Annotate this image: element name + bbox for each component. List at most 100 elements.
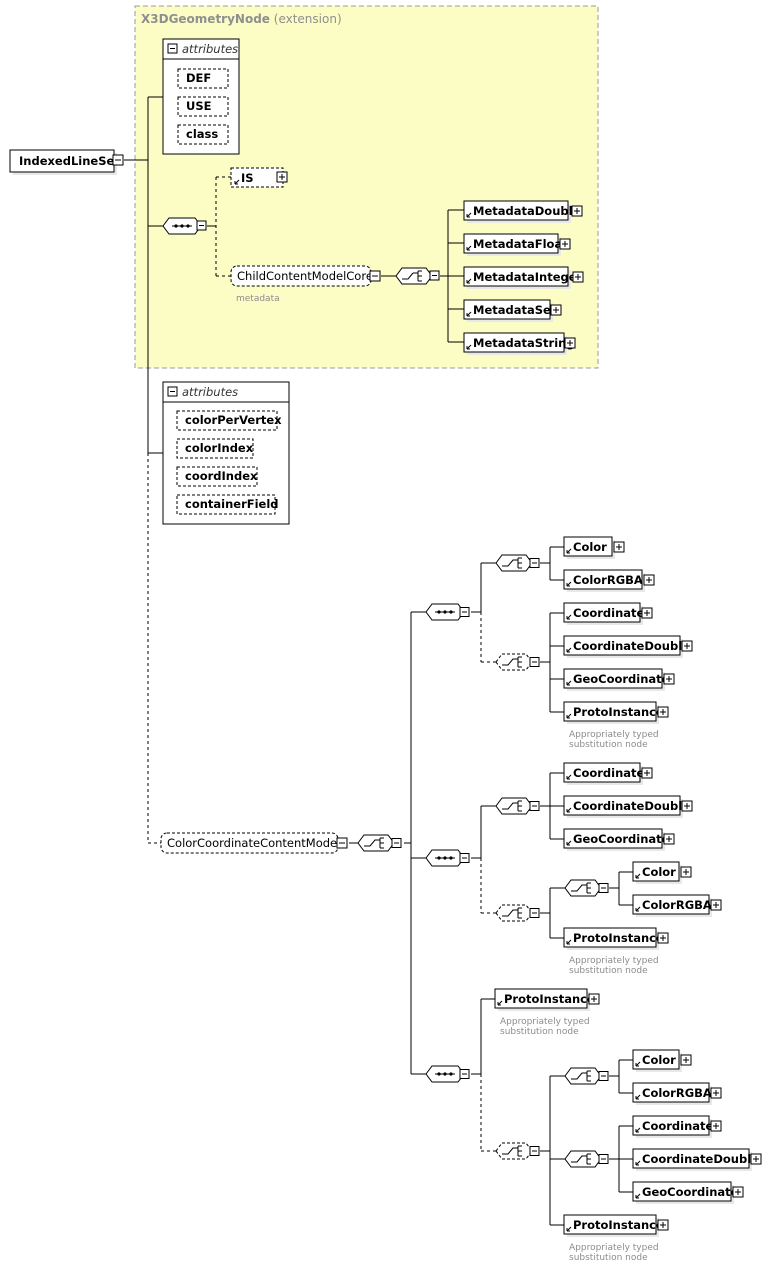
choice-compositor-4[interactable] — [495, 1142, 540, 1160]
attribute-use[interactable]: USE — [177, 96, 229, 117]
expand-icon[interactable] — [643, 574, 655, 586]
choice-compositor-color-2[interactable] — [495, 904, 540, 922]
element-protoinstance[interactable]: ProtoInstance — [563, 701, 669, 724]
element-colorrgba[interactable]: ColorRGBA — [632, 894, 722, 917]
element-coordinate[interactable]: Coordinate — [563, 762, 653, 785]
element-color-label: Color — [573, 540, 607, 554]
sequence-compositor-1[interactable] — [425, 603, 470, 621]
element-color-label: Color — [642, 1053, 676, 1067]
element-geocoordinate[interactable]: GeoCoordinate — [563, 668, 675, 691]
expand-icon[interactable] — [710, 899, 722, 911]
svg-text:MetadataInteger: MetadataInteger — [473, 270, 583, 284]
element-coordinatedouble[interactable]: CoordinateDouble — [563, 795, 693, 818]
substitution-note-line1: Appropriately typed — [569, 956, 659, 966]
expand-icon[interactable] — [588, 993, 600, 1005]
element-coordinate[interactable]: Coordinate — [563, 602, 653, 625]
element-protoinstance[interactable]: ProtoInstance — [563, 927, 669, 950]
attributes-label: attributes — [182, 385, 238, 399]
sequence-compositor-3[interactable] — [425, 1065, 470, 1083]
element-metadatafloat[interactable]: MetadataFloat — [463, 233, 571, 256]
element-geocoordinate[interactable]: GeoCoordinate — [563, 828, 675, 851]
svg-text:IndexedLineSet: IndexedLineSet — [19, 154, 120, 168]
element-protoinstance-label: ProtoInstance — [573, 1218, 664, 1232]
substitution-note-line1: Appropriately typed — [569, 730, 659, 740]
expand-icon[interactable] — [680, 866, 692, 878]
expand-icon[interactable] — [657, 1219, 669, 1231]
group-colorcoordinatecontentmodel[interactable]: ColorCoordinateContentModel — [160, 832, 348, 854]
element-color[interactable]: Color — [563, 536, 625, 559]
collapse-icon[interactable] — [167, 43, 178, 54]
expand-icon[interactable] — [641, 607, 653, 619]
element-coordinatedouble[interactable]: CoordinateDouble — [632, 1148, 762, 1171]
element-metadatadouble[interactable]: MetadataDouble — [463, 200, 583, 223]
choice-compositor-color-4[interactable] — [564, 1067, 609, 1085]
expand-icon[interactable] — [710, 1120, 722, 1132]
attribute-colorpervertex[interactable]: colorPerVertex — [176, 410, 282, 431]
element-coordinate[interactable]: Coordinate — [632, 1115, 722, 1138]
expand-icon[interactable] — [680, 1054, 692, 1066]
substitution-note-line2: substitution node — [569, 966, 648, 976]
element-protoinstance[interactable]: ProtoInstance — [563, 1214, 669, 1237]
expand-icon[interactable] — [663, 833, 675, 845]
element-metadatainteger[interactable]: MetadataInteger — [463, 266, 584, 289]
element-color-label: Color — [642, 865, 676, 879]
substitution-note-line1: Appropriately typed — [500, 1017, 590, 1027]
element-coordinatedouble[interactable]: CoordinateDouble — [563, 635, 693, 658]
sequence-compositor[interactable] — [162, 217, 207, 235]
collapse-icon[interactable] — [167, 386, 178, 397]
element-metadatastring[interactable]: MetadataString — [463, 332, 576, 355]
group-childcontentmodelcore[interactable]: ChildContentModelCore — [230, 265, 381, 287]
substitution-note-line2: substitution node — [569, 740, 648, 750]
connectors-bottom — [349, 546, 633, 1226]
svg-text:colorIndex: colorIndex — [185, 441, 254, 455]
element-is[interactable]: IS — [230, 167, 288, 188]
sequence-compositor-2[interactable] — [425, 849, 470, 867]
svg-text:class: class — [186, 127, 218, 141]
element-protoinstance-label: ProtoInstance — [573, 931, 664, 945]
expand-icon[interactable] — [641, 767, 653, 779]
expand-icon[interactable] — [681, 800, 693, 812]
expand-icon[interactable] — [681, 640, 693, 652]
element-coordinatedouble-label: CoordinateDouble — [573, 799, 690, 813]
choice-compositor-coord-2[interactable] — [495, 797, 540, 815]
svg-text:ColorCoordinateContentModel: ColorCoordinateContentModel — [167, 836, 340, 850]
svg-text:ChildContentModelCore: ChildContentModelCore — [237, 269, 373, 283]
attribute-containerfield[interactable]: containerField — [176, 494, 279, 515]
choice-compositor-coord-4[interactable] — [564, 1150, 609, 1168]
root-element-indexedlineset[interactable]: IndexedLineSet — [9, 149, 120, 175]
element-color[interactable]: Color — [632, 861, 692, 884]
element-colorrgba[interactable]: ColorRGBA — [563, 569, 655, 592]
expand-icon[interactable] — [750, 1153, 762, 1165]
element-geocoordinate-label: GeoCoordinate — [573, 672, 670, 686]
element-colorrgba[interactable]: ColorRGBA — [632, 1082, 722, 1105]
element-geocoordinate-label: GeoCoordinate — [573, 832, 670, 846]
expand-icon[interactable] — [657, 706, 669, 718]
collapse-icon[interactable] — [112, 154, 124, 166]
elements: ColorColorRGBACoordinateCoordinateDouble… — [494, 536, 762, 1237]
expand-icon[interactable] — [663, 673, 675, 685]
choice-compositor-main[interactable] — [357, 834, 402, 852]
element-protoinstance[interactable]: ProtoInstance — [494, 988, 600, 1011]
element-metadataset[interactable]: MetadataSet — [463, 299, 562, 322]
element-coordinate-label: Coordinate — [573, 606, 645, 620]
attribute-def[interactable]: DEF — [177, 68, 229, 89]
expand-icon[interactable] — [613, 541, 625, 553]
svg-text:DEF: DEF — [186, 71, 211, 85]
expand-icon[interactable] — [710, 1087, 722, 1099]
svg-text:MetadataSet: MetadataSet — [473, 303, 557, 317]
expand-icon[interactable] — [657, 932, 669, 944]
attribute-colorindex[interactable]: colorIndex — [176, 438, 254, 459]
element-colorrgba-label: ColorRGBA — [573, 573, 643, 587]
choice-compositor-color-3[interactable] — [564, 879, 609, 897]
choice-compositor[interactable] — [395, 267, 440, 285]
expand-icon[interactable] — [732, 1186, 744, 1198]
element-coordinatedouble-label: CoordinateDouble — [573, 639, 690, 653]
choice-compositor-color-1[interactable] — [495, 554, 540, 572]
attribute-coordindex[interactable]: coordIndex — [176, 466, 258, 487]
element-color[interactable]: Color — [632, 1049, 692, 1072]
choice-compositor-coord-1[interactable] — [495, 653, 540, 671]
attribute-class[interactable]: class — [177, 124, 229, 145]
element-geocoordinate[interactable]: GeoCoordinate — [632, 1181, 744, 1204]
element-protoinstance-label: ProtoInstance — [504, 992, 595, 1006]
